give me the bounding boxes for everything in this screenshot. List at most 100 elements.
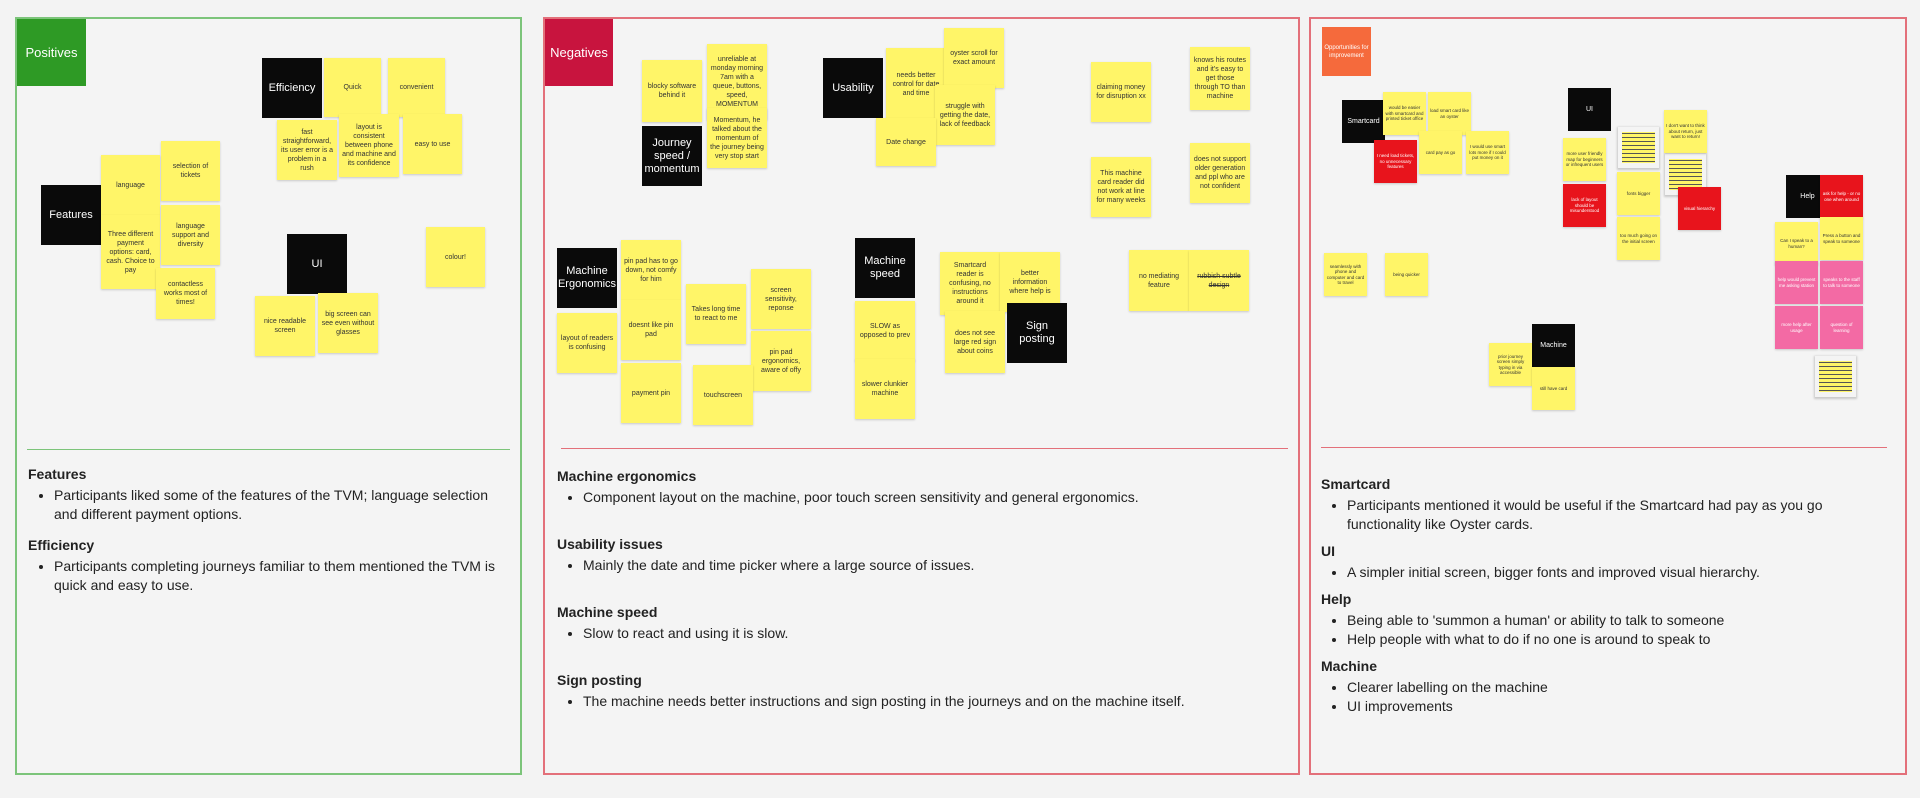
sticky-note[interactable]: SLOW as opposed to prev xyxy=(855,301,915,361)
sticky-note[interactable]: still have card xyxy=(1532,367,1575,410)
sticky-note[interactable]: I need load tickets, no unnecessary feat… xyxy=(1374,140,1417,183)
note-bullet: Clearer labelling on the machine xyxy=(1347,678,1891,697)
sticky-note[interactable]: blocky software behind it xyxy=(642,60,702,122)
sticky-note[interactable]: payment pin xyxy=(621,363,681,423)
note-title: Machine ergonomics xyxy=(557,468,697,484)
sticky-note[interactable]: I don't want to think about return, just… xyxy=(1664,110,1707,153)
sticky-note[interactable]: card pay as go xyxy=(1419,131,1462,174)
sticky-note[interactable] xyxy=(1664,153,1707,196)
sticky-note[interactable]: more user friendly map for beginners or … xyxy=(1563,138,1606,181)
sticky-note[interactable]: help would prevent me asking station xyxy=(1775,261,1818,304)
sticky-note[interactable]: visual hierarchy xyxy=(1678,187,1721,230)
sticky-note[interactable]: language xyxy=(101,155,160,215)
sticky-note[interactable]: touchscreen xyxy=(693,365,753,425)
sticky-note[interactable]: doesnt like pin pad xyxy=(621,300,681,360)
sticky-note[interactable]: oyster scroll for exact amount xyxy=(944,28,1004,88)
opportunities-tag[interactable]: Opportunities for improvement xyxy=(1322,27,1371,76)
sticky-note[interactable]: pin pad has to go down, not comfy for hi… xyxy=(621,240,681,300)
note-block: Features Participants liked some of the … xyxy=(28,465,508,524)
sticky-note[interactable]: better information where help is xyxy=(1000,252,1060,312)
smartcard-header[interactable]: Smartcard xyxy=(1342,100,1385,143)
note-bullet: Participants mentioned it would be usefu… xyxy=(1347,496,1891,534)
sticky-note[interactable]: knows his routes and it's easy to get th… xyxy=(1190,47,1250,110)
ui-header[interactable]: UI xyxy=(287,234,347,294)
sign-posting-header[interactable]: Sign posting xyxy=(1007,303,1067,363)
sticky-note[interactable] xyxy=(1814,355,1857,398)
efficiency-header[interactable]: Efficiency xyxy=(262,58,322,118)
sticky-note[interactable]: Momentum, he talked about the momentum o… xyxy=(707,108,767,168)
sticky-note[interactable]: pin pad ergonomics, aware of offy xyxy=(751,331,811,391)
sticky-note[interactable]: rubbish subtle design xyxy=(1189,250,1249,311)
machine-speed-header[interactable]: Machine speed xyxy=(855,238,915,298)
sticky-note[interactable]: easy to use xyxy=(403,114,462,174)
sticky-note[interactable]: being quicker xyxy=(1385,253,1428,296)
sticky-note[interactable]: would be easier with smartcard and print… xyxy=(1383,92,1426,135)
sticky-note[interactable]: selection of tickets xyxy=(161,141,220,201)
note-bullet: Component layout on the machine, poor to… xyxy=(583,488,1277,507)
sticky-note[interactable]: fast straightforward, its user error is … xyxy=(277,120,337,180)
note-title: Machine speed xyxy=(557,604,658,620)
machine-ergonomics-header[interactable]: Machine Ergonomics xyxy=(557,248,617,308)
sticky-note[interactable]: fonts bigger xyxy=(1617,172,1660,215)
sticky-note[interactable]: does not see large red sign about coins xyxy=(945,311,1005,373)
sticky-note[interactable]: I would use smart lots more if I could p… xyxy=(1466,131,1509,174)
divider xyxy=(27,449,510,450)
sticky-note[interactable]: Date change xyxy=(876,118,936,166)
note-block: Machine speed Slow to react and using it… xyxy=(557,603,1277,643)
note-block: Help Being able to 'summon a human' or a… xyxy=(1321,590,1891,649)
sticky-note[interactable]: question of learning xyxy=(1820,306,1863,349)
sticky-note[interactable]: no mediating feature xyxy=(1129,250,1189,311)
features-header[interactable]: Features xyxy=(41,185,101,245)
ui-header[interactable]: UI xyxy=(1568,88,1611,131)
sticky-note[interactable]: struggle with getting the date, lack of … xyxy=(935,85,995,145)
sticky-note[interactable]: load smart card like an oyster xyxy=(1428,92,1471,135)
usability-header[interactable]: Usability xyxy=(823,58,883,118)
sticky-note[interactable]: big screen can see even without glasses xyxy=(318,293,378,353)
sticky-note[interactable]: nice readable screen xyxy=(255,296,315,356)
note-bullet: Mainly the date and time picker where a … xyxy=(583,556,1277,575)
note-block: Machine ergonomics Component layout on t… xyxy=(557,467,1277,507)
note-title: Help xyxy=(1321,591,1352,607)
sticky-note[interactable]: prior journey screen simply typing in vi… xyxy=(1489,343,1532,386)
divider xyxy=(1321,447,1887,448)
sticky-note[interactable] xyxy=(1617,126,1660,169)
sticky-note[interactable]: layout of readers is confusing xyxy=(557,313,617,373)
sticky-note[interactable]: Quick xyxy=(324,58,381,117)
opportunities-notes: Smartcard Participants mentioned it woul… xyxy=(1321,475,1891,728)
sticky-note[interactable]: Takes long time to react to me xyxy=(686,284,746,344)
sticky-note[interactable]: ask for help - or no one when around xyxy=(1820,175,1863,218)
sticky-note[interactable]: seamlessly with phone and computer and c… xyxy=(1324,253,1367,296)
sticky-note[interactable]: This machine card reader did not work at… xyxy=(1091,157,1151,217)
sticky-note[interactable]: language support and diversity xyxy=(161,205,220,265)
note-block: Smartcard Participants mentioned it woul… xyxy=(1321,475,1891,534)
sticky-note[interactable]: speaks to the staff to talk to someone xyxy=(1820,261,1863,304)
sticky-note[interactable]: screen sensitivity, reponse xyxy=(751,269,811,329)
note-title: Smartcard xyxy=(1321,476,1391,492)
machine-header[interactable]: Machine xyxy=(1532,324,1575,367)
sticky-note[interactable]: unreliable at monday morning 7am with a … xyxy=(707,44,767,120)
note-bullet: A simpler initial screen, bigger fonts a… xyxy=(1347,563,1891,582)
negatives-notes: Machine ergonomics Component layout on t… xyxy=(557,467,1277,723)
positives-tag[interactable]: Positives xyxy=(17,19,86,86)
sticky-note[interactable]: convenient xyxy=(388,58,445,117)
journey-speed-header[interactable]: Journey speed / momentum xyxy=(642,126,702,186)
sticky-note[interactable]: contactless works most of times! xyxy=(156,268,215,319)
negatives-tag[interactable]: Negatives xyxy=(545,19,613,86)
sticky-note[interactable]: claiming money for disruption xx xyxy=(1091,62,1151,122)
note-title: Features xyxy=(28,466,87,482)
note-title: Sign posting xyxy=(557,672,642,688)
sticky-note[interactable]: slower clunkier machine xyxy=(855,359,915,419)
sticky-note[interactable]: too much going on the initial screen xyxy=(1617,217,1660,260)
sticky-note[interactable]: Press a button and speak to someone xyxy=(1820,217,1863,260)
sticky-note[interactable]: Can I speak to a human? xyxy=(1775,222,1818,265)
note-bullet: Participants completing journeys familia… xyxy=(54,557,508,595)
sticky-note[interactable]: lack of layout should be misunderstood xyxy=(1563,184,1606,227)
sticky-note[interactable]: does not support older generation and pp… xyxy=(1190,143,1250,203)
sticky-note[interactable]: colour! xyxy=(426,227,485,287)
sticky-note[interactable]: Smartcard reader is confusing, no instru… xyxy=(940,252,1000,315)
note-bullet: UI improvements xyxy=(1347,697,1891,716)
sticky-note[interactable]: Three different payment options: card, c… xyxy=(101,215,160,289)
sticky-note[interactable]: more help after usage xyxy=(1775,306,1818,349)
note-title: Efficiency xyxy=(28,537,95,553)
sticky-note[interactable]: layout is consistent between phone and m… xyxy=(339,114,399,177)
